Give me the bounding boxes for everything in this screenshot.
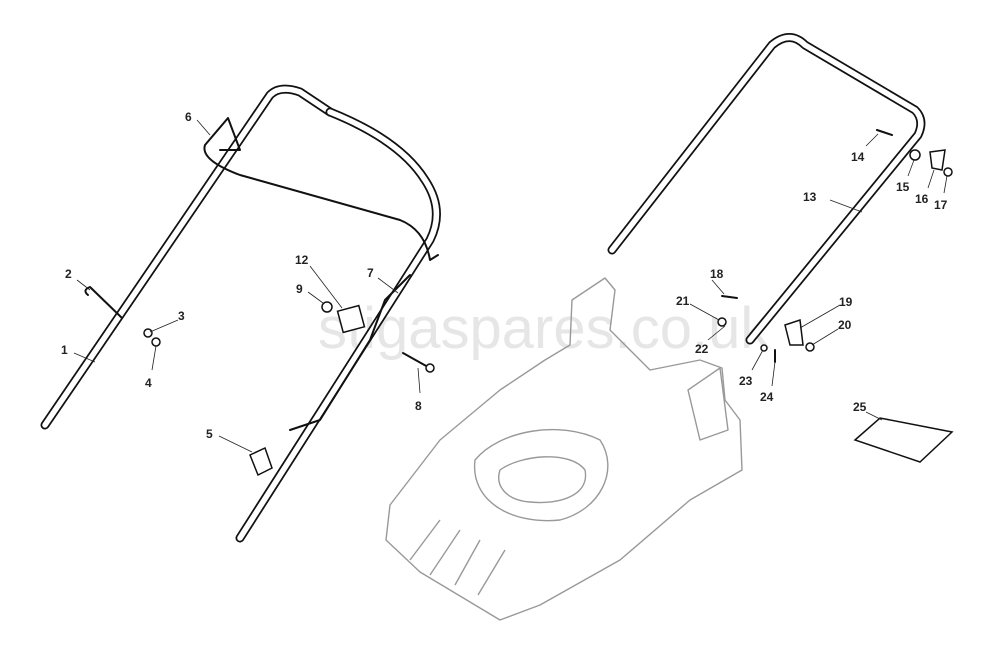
part-label-6[interactable]: 6: [185, 110, 192, 124]
part-label-7[interactable]: 7: [367, 266, 374, 280]
part-label-21[interactable]: 21: [676, 294, 690, 308]
part-label-23[interactable]: 23: [739, 374, 753, 388]
part-label-1[interactable]: 1: [61, 343, 68, 357]
part-label-20[interactable]: 20: [838, 318, 852, 332]
nut: [321, 301, 333, 313]
part-label-19[interactable]: 19: [839, 295, 853, 309]
part-label-16[interactable]: 16: [915, 192, 929, 206]
part-label-5[interactable]: 5: [206, 427, 213, 441]
cable-clip-lower: [249, 446, 273, 477]
part-label-22[interactable]: 22: [695, 342, 709, 356]
part-label-14[interactable]: 14: [851, 150, 865, 164]
washer: [909, 149, 921, 161]
part-label-24[interactable]: 24: [760, 390, 774, 404]
hardware-bag: [853, 417, 954, 463]
bolt: [721, 295, 738, 299]
part-label-13[interactable]: 13: [803, 190, 817, 204]
part-labels: 1 2 3 4 5 6 7 8 9 12 13 14 15 16 17 18 1…: [61, 110, 948, 441]
mower-deck: [385, 277, 743, 621]
part-label-8[interactable]: 8: [415, 399, 422, 413]
cable: [289, 274, 411, 431]
part-label-18[interactable]: 18: [710, 267, 724, 281]
nut: [151, 337, 161, 347]
part-label-3[interactable]: 3: [178, 309, 185, 323]
part-label-2[interactable]: 2: [65, 267, 72, 281]
part-label-17[interactable]: 17: [934, 198, 948, 212]
washer: [143, 328, 153, 338]
part-label-12[interactable]: 12: [295, 253, 309, 267]
nut: [943, 167, 953, 177]
washer: [760, 344, 768, 352]
part-label-4[interactable]: 4: [145, 376, 152, 390]
bolt: [402, 352, 429, 368]
part-label-15[interactable]: 15: [896, 180, 910, 194]
lower-handle-left: [40, 84, 441, 543]
bail-bar: [203, 117, 439, 261]
knob: [784, 318, 804, 346]
part-label-9[interactable]: 9: [296, 282, 303, 296]
bolt-head: [425, 363, 435, 373]
leader-lines: [73, 119, 948, 453]
upper-handle: [607, 33, 926, 345]
hairpin: [84, 286, 123, 319]
bolt: [876, 129, 893, 136]
nut: [717, 317, 727, 327]
part-label-25[interactable]: 25: [853, 400, 867, 414]
cable-clip: [336, 304, 366, 334]
knob: [929, 149, 946, 171]
